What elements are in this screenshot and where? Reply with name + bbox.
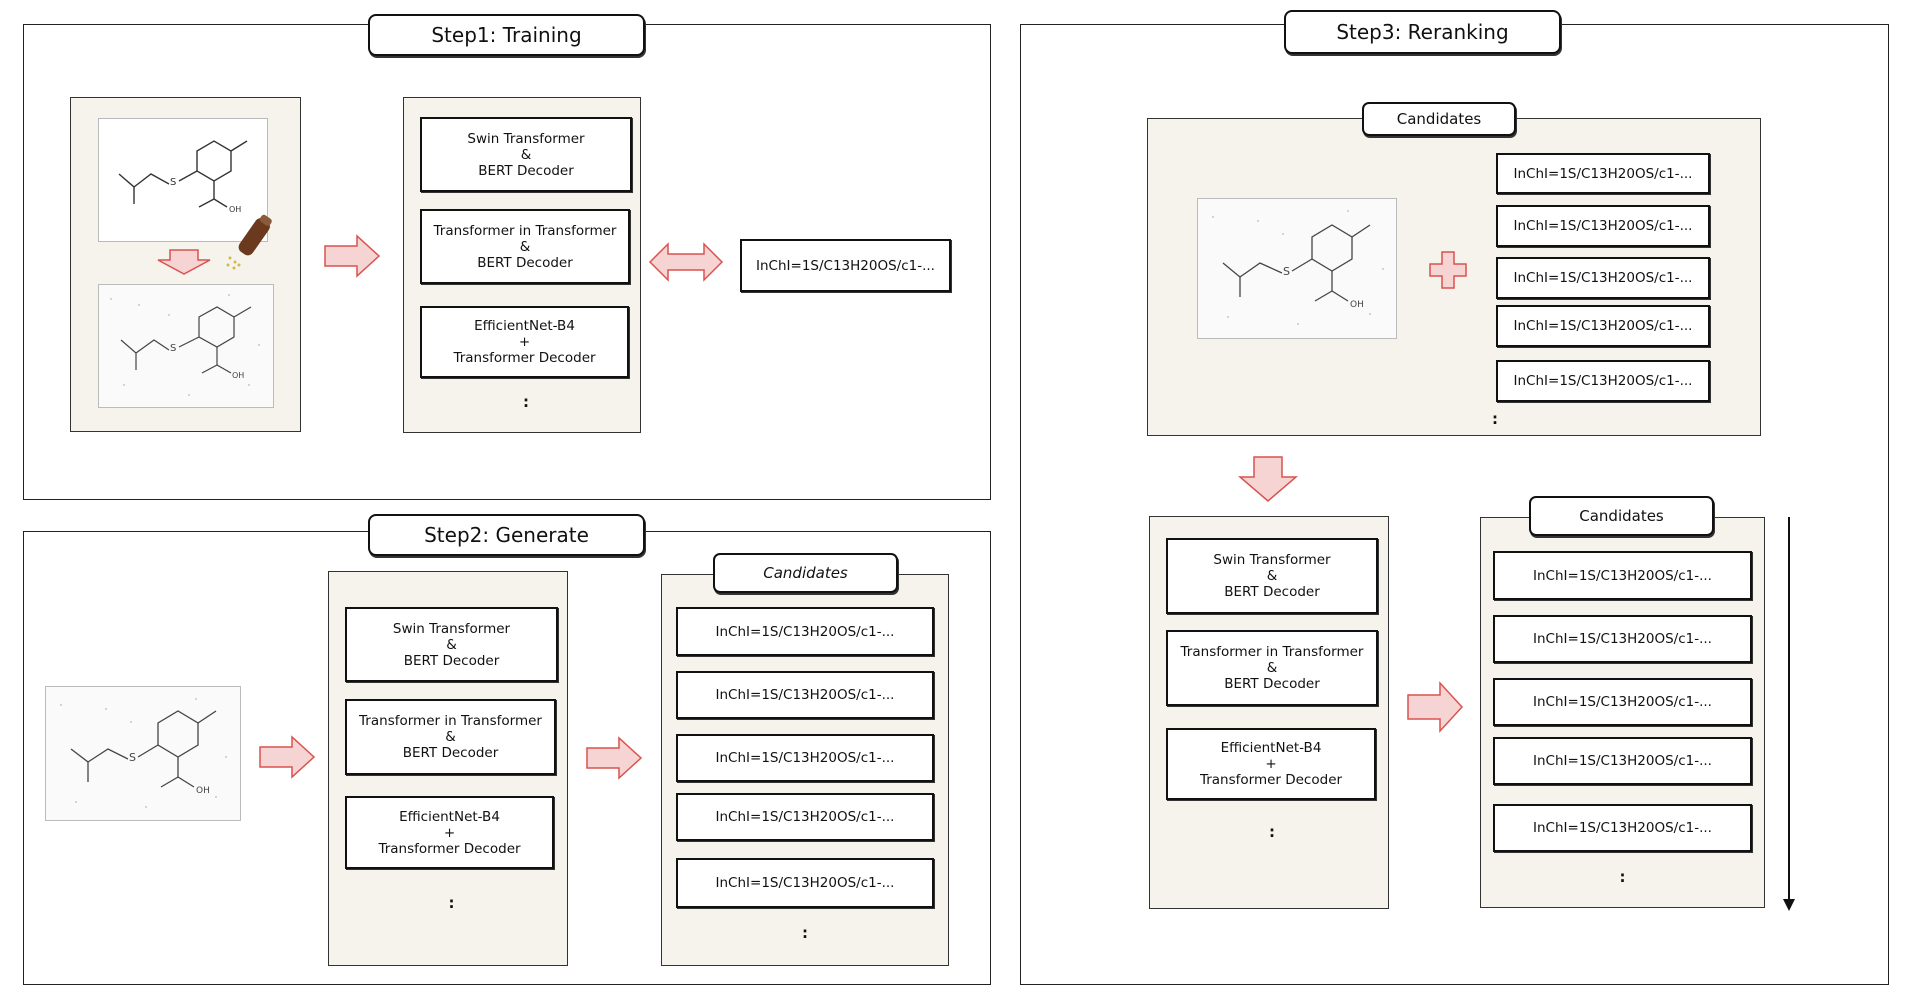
model-joiner: & <box>445 729 456 745</box>
model-decoder: BERT Decoder <box>403 652 500 669</box>
hydroxyl-label: OH <box>229 205 241 214</box>
model-decoder: BERT Decoder <box>1224 676 1320 692</box>
noisy-molecule-structure-icon: S OH <box>110 294 260 396</box>
step2-right-arrow-1 <box>259 735 316 779</box>
step3-candidates-ellipsis: : <box>1492 410 1498 428</box>
step2-input-image: S OH <box>45 686 241 821</box>
augment-down-arrow <box>157 249 211 275</box>
step3-ranked-4: InChI=1S/C13H20OS/c1-... <box>1493 737 1752 785</box>
step3-down-arrow <box>1237 456 1299 502</box>
step3-hydroxyl-label: OH <box>1350 300 1364 310</box>
noisy-hydroxyl-label: OH <box>232 371 244 380</box>
noisy-sulfur-label: S <box>170 343 176 354</box>
step2-title: Step2: Generate <box>368 514 645 556</box>
step3-model-swin: Swin Transformer & BERT Decoder <box>1166 538 1378 614</box>
model-decoder: BERT Decoder <box>477 254 573 271</box>
model-name: EfficientNet-B4 <box>474 318 575 334</box>
step2-model-tnt: Transformer in Transformer & BERT Decode… <box>345 699 556 775</box>
ranking-order-arrow <box>1783 517 1795 911</box>
step3-candidates-label: Candidates <box>1362 102 1516 136</box>
clean-molecule-image: S OH <box>98 118 268 242</box>
step2-candidates-ellipsis: : <box>802 924 808 942</box>
step1-title: Step1: Training <box>368 14 645 56</box>
step3-input-image: S OH <box>1197 198 1397 339</box>
model-joiner: & <box>1266 660 1278 676</box>
step3-candidate-2: InChI=1S/C13H20OS/c1-... <box>1496 205 1710 247</box>
step2-model-ellipsis: : <box>448 894 455 912</box>
step2-candidate-4: InChI=1S/C13H20OS/c1-... <box>676 793 934 841</box>
step1-model-tnt: Transformer in Transformer & BERT Decode… <box>420 209 630 284</box>
step3-ranked-5: InChI=1S/C13H20OS/c1-... <box>1493 804 1752 852</box>
step3-sulfur-label: S <box>1283 265 1290 278</box>
model-joiner: & <box>519 238 531 255</box>
step2-model-swin: Swin Transformer & BERT Decoder <box>345 607 558 682</box>
step3-ranked-ellipsis: : <box>1619 868 1626 886</box>
step3-ranked-label: Candidates <box>1529 496 1714 536</box>
model-decoder: BERT Decoder <box>1224 584 1320 600</box>
model-name: Transformer in Transformer <box>433 222 617 239</box>
step3-candidate-3: InChI=1S/C13H20OS/c1-... <box>1496 257 1710 299</box>
step3-title: Step3: Reranking <box>1284 10 1561 54</box>
model-decoder: Transformer Decoder <box>1199 772 1343 788</box>
step1-model-swin: Swin Transformer & BERT Decoder <box>420 117 632 192</box>
model-name: Swin Transformer <box>392 620 511 637</box>
step3-candidate-5: InChI=1S/C13H20OS/c1-... <box>1496 360 1710 402</box>
step2-right-arrow-2 <box>586 736 643 780</box>
step2-model-effnet: EfficientNet-B4 + Transformer Decoder <box>345 796 554 869</box>
model-name: EfficientNet-B4 <box>399 808 500 825</box>
model-joiner: + <box>443 824 456 841</box>
model-decoder: Transformer Decoder <box>453 350 596 366</box>
step3-ranked-1: InChI=1S/C13H20OS/c1-... <box>1493 551 1752 600</box>
step2-candidate-1: InChI=1S/C13H20OS/c1-... <box>676 607 934 656</box>
molecule-structure-icon: S OH <box>118 140 248 214</box>
step3-candidate-1: InChI=1S/C13H20OS/c1-... <box>1496 153 1710 194</box>
step3-model-effnet: EfficientNet-B4 + Transformer Decoder <box>1166 728 1376 800</box>
step1-right-arrow <box>324 234 381 278</box>
step1-model-effnet: EfficientNet-B4 + Transformer Decoder <box>420 306 629 378</box>
step3-model-ellipsis: : <box>1269 823 1275 841</box>
model-decoder: BERT Decoder <box>402 745 499 761</box>
step2-sulfur-label: S <box>129 751 136 764</box>
step2-candidates-label: Candidates <box>713 553 898 593</box>
step2-molecule-structure-icon: S OH <box>60 698 227 808</box>
model-name: Transformer in Transformer <box>359 713 542 729</box>
model-joiner: + <box>518 334 531 350</box>
model-joiner: & <box>1266 568 1278 584</box>
model-decoder: Transformer Decoder <box>378 840 521 857</box>
model-joiner: & <box>520 146 532 163</box>
salt-shaker-icon <box>226 214 272 270</box>
step2-candidate-3: InChI=1S/C13H20OS/c1-... <box>676 734 934 782</box>
model-name: EfficientNet-B4 <box>1220 740 1322 756</box>
step1-model-ellipsis: : <box>523 393 529 411</box>
model-name: Swin Transformer <box>1213 552 1331 568</box>
step3-ranked-2: InChI=1S/C13H20OS/c1-... <box>1493 615 1752 663</box>
model-decoder: BERT Decoder <box>478 162 574 179</box>
step1-bidirectional-arrow <box>648 242 724 282</box>
step3-ranked-3: InChI=1S/C13H20OS/c1-... <box>1493 678 1752 726</box>
step2-hydroxyl-label: OH <box>196 786 210 796</box>
model-name: Swin Transformer <box>467 130 585 147</box>
step1-target-inchi: InChI=1S/C13H20OS/c1-... <box>740 239 951 292</box>
step3-right-arrow <box>1407 681 1464 733</box>
plus-icon <box>1429 251 1467 289</box>
sulfur-label: S <box>170 177 176 188</box>
noisy-molecule-image: S OH <box>98 284 274 408</box>
step3-model-tnt: Transformer in Transformer & BERT Decode… <box>1166 630 1378 706</box>
model-joiner: & <box>446 636 457 653</box>
step2-candidate-5: InChI=1S/C13H20OS/c1-... <box>676 858 934 908</box>
model-joiner: + <box>1265 756 1277 772</box>
model-name: Transformer in Transformer <box>1180 644 1364 660</box>
step3-candidate-4: InChI=1S/C13H20OS/c1-... <box>1496 305 1710 347</box>
step3-molecule-structure-icon: S OH <box>1212 210 1384 325</box>
step2-candidate-2: InChI=1S/C13H20OS/c1-... <box>676 671 934 719</box>
